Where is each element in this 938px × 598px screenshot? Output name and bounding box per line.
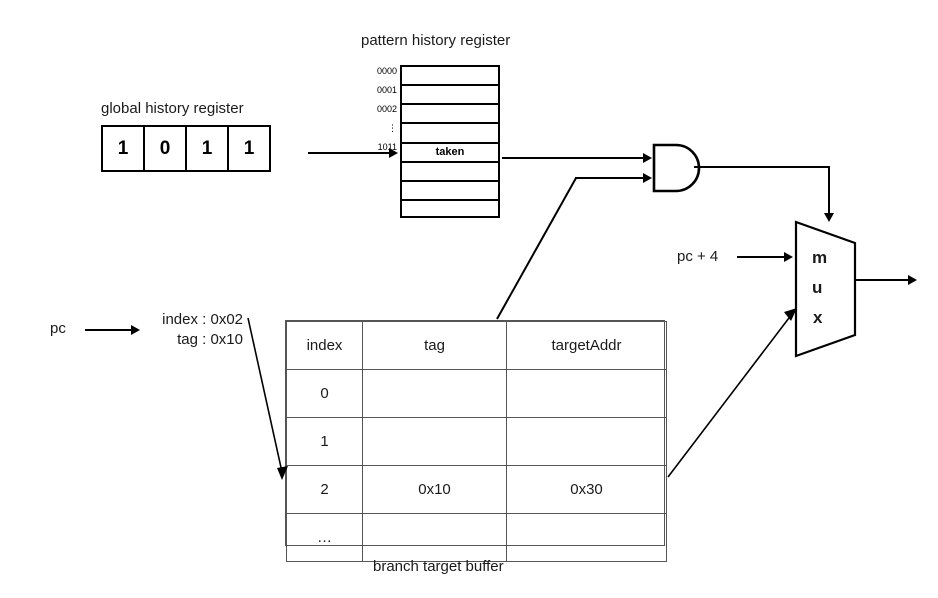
btb-row0-tag xyxy=(362,369,507,418)
btb-header-index: index xyxy=(286,321,363,370)
phr-to-and-line xyxy=(502,157,644,159)
ghr-bit-2: 1 xyxy=(187,127,229,170)
btb-row1-index: 1 xyxy=(286,417,363,466)
btb-row3-tag xyxy=(362,513,507,562)
ghr-bit-1: 0 xyxy=(145,127,187,170)
global-history-register-box: 1 0 1 1 xyxy=(101,125,271,172)
table-row: … xyxy=(286,513,667,562)
phr-to-and-arrowhead xyxy=(643,153,652,163)
pc-decode-to-btb-diagonal xyxy=(247,317,283,473)
table-row: 2 0x10 0x30 xyxy=(286,465,667,514)
btb-row2-tag: 0x10 xyxy=(362,465,507,514)
and-output-horizontal-line xyxy=(694,166,830,168)
btb-row0-index: 0 xyxy=(286,369,363,418)
btb-row1-targetaddr xyxy=(506,417,667,466)
branch-target-buffer-table: index tag targetAddr 0 1 2 0x10 xyxy=(285,320,667,562)
mux-shape xyxy=(794,220,857,358)
pattern-history-register-title: pattern history register xyxy=(361,32,511,49)
phr-index-label-ellipsis: ⋮ xyxy=(388,123,397,133)
branch-target-buffer-caption: branch target buffer xyxy=(373,558,504,575)
mux-output-arrowhead xyxy=(908,275,917,285)
phr-row-3 xyxy=(402,124,498,144)
btb-header-row: index tag targetAddr xyxy=(286,321,667,370)
phr-row-5 xyxy=(402,163,498,182)
and-gate xyxy=(652,143,701,193)
phr-row-0 xyxy=(402,67,498,87)
phr-index-label-0001: 0001 xyxy=(376,85,397,95)
mux-output-line xyxy=(855,279,909,281)
ghr-to-phr-line xyxy=(308,152,390,154)
mux-label-u: u xyxy=(812,278,823,297)
phr-row-1 xyxy=(402,86,498,106)
btb-row2-targetaddr: 0x30 xyxy=(506,465,667,514)
phr-index-label-0002: 0002 xyxy=(376,104,397,114)
mux-label-m: m xyxy=(812,248,828,267)
btb-target-to-mux-diagonal xyxy=(667,313,793,478)
pattern-history-register-box: taken xyxy=(400,65,500,218)
phr-index-label-1011: 1011 xyxy=(377,142,397,152)
phr-row-6 xyxy=(402,182,498,201)
btb-to-and-diagonal xyxy=(496,177,577,320)
btb-row3-targetaddr xyxy=(506,513,667,562)
ghr-to-phr-arrowhead xyxy=(389,148,398,158)
ghr-bit-3: 1 xyxy=(243,137,255,159)
phr-row-7 xyxy=(402,201,498,220)
btb-row2-index: 2 xyxy=(286,465,363,514)
btb-row1-tag xyxy=(362,417,507,466)
pc-to-decode-line xyxy=(85,329,133,331)
pc-to-decode-arrowhead xyxy=(131,325,140,335)
pc-plus-4-to-mux-arrowhead xyxy=(784,252,793,262)
table-row: 1 xyxy=(286,417,667,466)
pc-decode-index: index : 0x02 xyxy=(162,311,243,328)
pc-plus-4-label: pc + 4 xyxy=(677,248,719,265)
and-output-to-mux-arrowhead xyxy=(824,213,834,222)
btb-header-tag: tag xyxy=(362,321,507,370)
btb-row3-index: … xyxy=(286,513,363,562)
and-output-vertical-line xyxy=(828,166,830,215)
phr-index-label-column: 0000 0001 0002 ⋮ 1011 xyxy=(352,62,397,157)
global-history-register-title: global history register xyxy=(101,100,244,117)
pc-plus-4-to-mux-line xyxy=(737,256,785,258)
btb-hit-to-and-arrowhead xyxy=(643,173,652,183)
ghr-bit-0: 1 xyxy=(103,127,145,170)
phr-index-label-0000: 0000 xyxy=(376,66,397,76)
phr-row-2 xyxy=(402,105,498,125)
btb-header-targetaddr: targetAddr xyxy=(506,321,667,370)
btb-hit-to-and-line xyxy=(575,177,644,179)
btb-row0-targetaddr xyxy=(506,369,667,418)
table-row: 0 xyxy=(286,369,667,418)
pc-label: pc xyxy=(50,320,66,337)
mux-label-x: x xyxy=(813,308,823,327)
phr-row-taken: taken xyxy=(402,144,498,163)
btb-target-to-mux-arrowhead xyxy=(784,308,797,321)
pc-decode-tag: tag : 0x10 xyxy=(177,331,243,348)
